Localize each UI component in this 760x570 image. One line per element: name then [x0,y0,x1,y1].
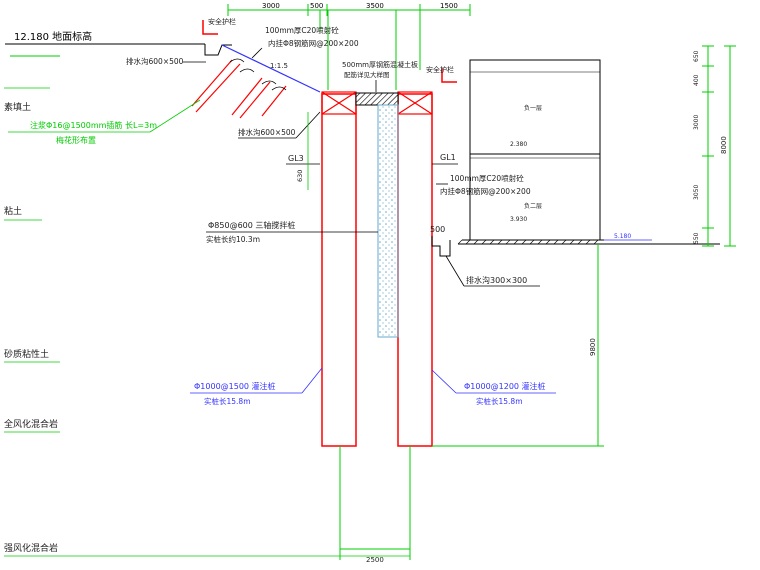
pile-right [397,93,433,447]
rail-left-label: 安全护栏 [208,17,236,26]
mesh-top-label: 内挂Φ8钢筋网@200×200 [268,38,359,48]
top-slab [355,92,399,106]
dim-right-5: 550 [693,232,700,244]
basement-structure [458,59,720,245]
ground-profile [5,43,232,57]
gl3-label: GL3 [288,154,304,163]
drain-right-label: 排水沟300×300 [466,275,527,285]
soil-layer-sandy-clay: 砂质粘性土 [4,348,49,360]
dim-right-chain [702,45,736,247]
pile-left-leader [190,367,323,394]
soil-divider-lines [4,87,410,557]
drain-2-label: 排水沟600×500 [238,127,296,137]
pile-right-label: Φ1000@1200 灌注桩 [464,381,546,391]
dim-right-4: 3050 [693,185,700,200]
jet-grout-wall [377,104,399,338]
anchor-label-1: 注浆Φ16@1500mm插筋 长L=3m [30,120,157,130]
soil-layer-full-weathered: 全风化混合岩 [4,418,58,430]
dim-630: 630 [296,170,304,182]
top-dim-2: 500 [310,2,323,10]
slope-hatch [191,59,287,119]
rail-left-marker [202,20,218,35]
gl3-leader [286,112,320,190]
jet-grout-length: 实桩长约10.3m [206,234,260,244]
gl1-label: GL1 [440,153,456,162]
cap-beam-left [321,91,357,115]
top-dim-1: 3000 [262,2,280,10]
elevation-label: 12.180 地面标高 [14,30,92,43]
pile-left [321,93,357,447]
dim-right-1: 650 [693,50,700,62]
wall-top-label-1: 500mm厚钢筋混凝土板 [342,60,418,69]
pile-left-length: 实桩长15.8m [204,396,251,406]
concrete-top-leader [251,47,263,59]
soil-layer-fill: 素填土 [4,101,31,113]
drain-left-label: 排水沟600×500 [126,56,184,66]
pile-right-leader [431,369,556,394]
pile-left-label: Φ1000@1500 灌注桩 [194,381,276,391]
dim-right-3: 3000 [693,115,700,130]
top-dim-4: 1500 [440,2,458,10]
soil-layer-clay: 粘土 [4,205,22,217]
slope-arcs [229,58,287,91]
floor-2-label: 负二层 [524,202,542,210]
dim-500: 500 [430,225,445,234]
pile-right-length: 实桩长15.8m [476,396,523,406]
jet-grout-label: Φ850@600 三轴搅拌桩 [208,220,295,230]
dim-total: 8000 [720,136,728,154]
mesh-right-label: 内挂Φ8钢筋网@200×200 [440,186,531,196]
dim-9800: 9800 [589,338,597,356]
drain-right-shape [431,236,451,257]
drain-right-leader [445,255,540,287]
elev-mid-label: 2.380 [510,141,527,148]
top-dim-3: 3500 [366,2,384,10]
wall-top-label-2: 配筋详见大样图 [344,70,390,79]
dim-right-2: 400 [693,74,700,86]
rail-right-marker [441,68,457,83]
basement-hatch [457,239,599,245]
rail-right-label: 安全护栏 [426,65,454,74]
concrete-top-label: 100mm厚C20喷射砼 [265,25,339,35]
dim-9800-line [432,244,604,447]
cap-beam-right [397,91,433,115]
pile-extension-lines [339,446,411,560]
soil-layer-strong-weathered: 强风化混合岩 [4,542,58,554]
elev-bot-label: 5.180 [614,233,631,240]
floor-1-label: 负一层 [524,104,542,112]
elev-low-label: 3.930 [510,216,527,223]
anchor-leader [8,99,201,133]
top-dimension-chain [227,4,471,90]
slope-profile [221,44,321,93]
concrete-right-label: 100mm厚C20喷射砼 [450,173,524,183]
bottom-dim: 2500 [366,556,384,564]
anchor-label-2: 梅花形布置 [56,135,96,145]
slope-label: 1:1.5 [270,62,288,70]
